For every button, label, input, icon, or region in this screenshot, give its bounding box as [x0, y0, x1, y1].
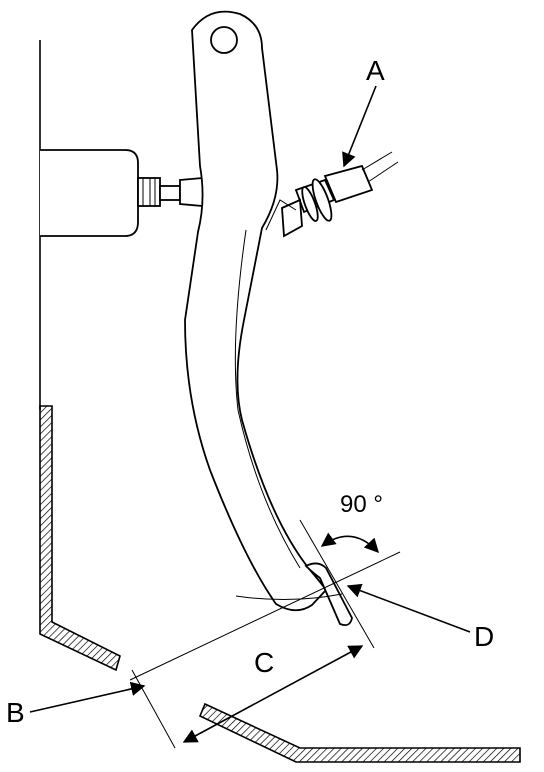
leader-b	[29, 681, 146, 713]
push-rod	[159, 185, 181, 201]
leader-d	[346, 583, 471, 633]
pedal-pad	[304, 562, 353, 627]
pedal-reference-line	[129, 551, 401, 681]
label-d: D	[474, 621, 494, 652]
angle-arc	[320, 532, 379, 554]
floor-panel	[39, 405, 121, 672]
label-c: C	[254, 647, 274, 678]
pivot-hole	[210, 26, 238, 54]
brake-light-switch	[323, 164, 374, 204]
label-angle: 90 °	[340, 491, 383, 518]
floor-mat	[198, 702, 521, 763]
label-b: B	[6, 697, 25, 728]
leader-a	[342, 85, 377, 168]
push-rod-nut	[137, 177, 161, 207]
brake-pedal-arm	[184, 10, 328, 612]
pad-perpendicular-line	[299, 519, 375, 649]
label-a: A	[366, 55, 385, 86]
brake-booster	[40, 149, 139, 237]
floor-perpendicular-line	[131, 669, 176, 749]
dimension-c-arrow	[182, 645, 364, 743]
